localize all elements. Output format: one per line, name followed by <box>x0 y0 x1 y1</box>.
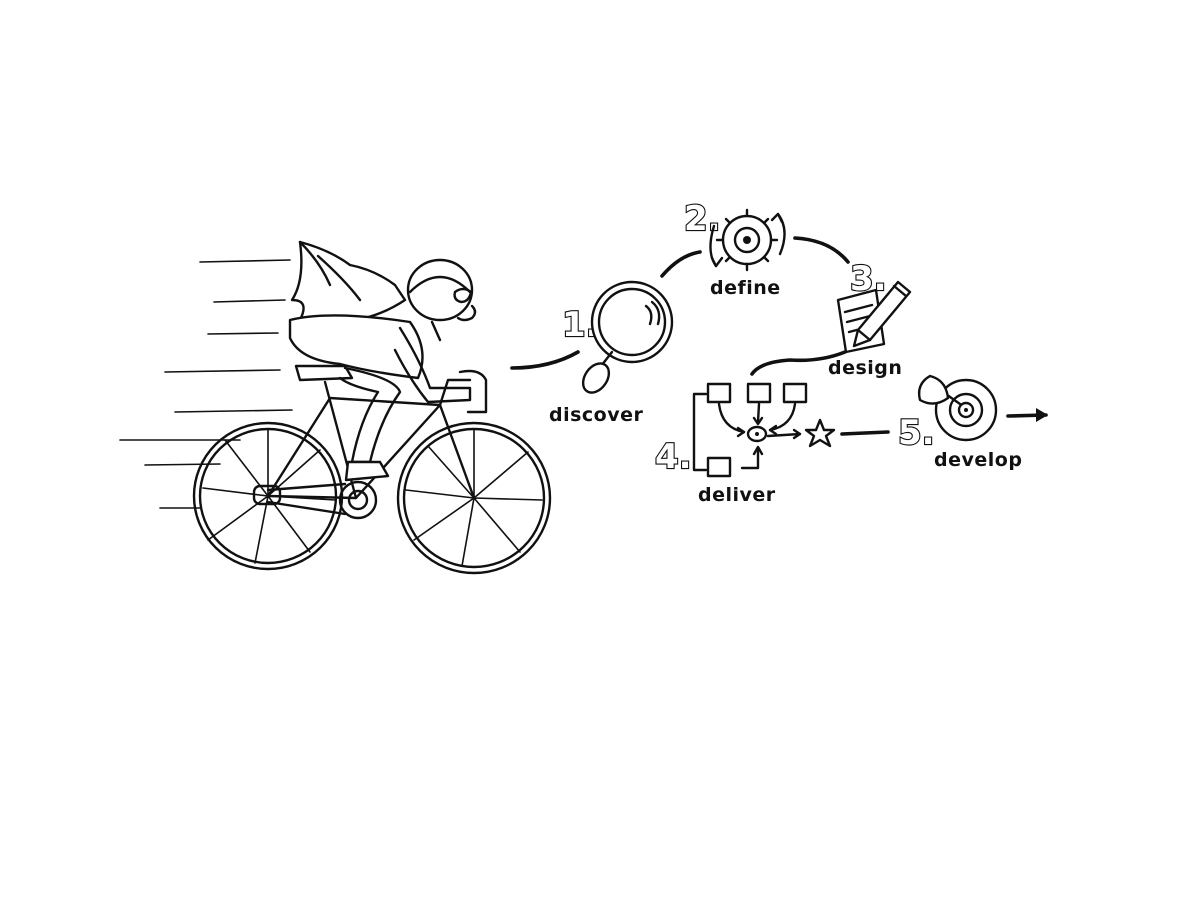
chainring <box>252 480 378 520</box>
arrow-right-icon <box>1006 408 1048 422</box>
stage-number: 5. <box>898 413 935 453</box>
stage-design: 3. design <box>828 258 912 379</box>
stage-label: discover <box>549 404 644 426</box>
flowchart-icon <box>692 382 836 478</box>
front-wheel <box>396 421 552 575</box>
stage-discover: 1. discover <box>549 280 674 426</box>
stage-number: 2. <box>684 199 721 239</box>
stage-define: 2. define <box>683 198 786 299</box>
stage-label: develop <box>934 449 1022 471</box>
process-connectors <box>510 236 890 436</box>
bike-frame <box>266 364 488 500</box>
stage-develop: 5. develop <box>897 374 1048 471</box>
magnifying-glass-icon <box>581 280 674 394</box>
stage-deliver: 4. deliver <box>654 382 836 506</box>
rear-wheel <box>192 421 344 571</box>
stage-label: define <box>710 277 781 299</box>
speed-lines <box>119 259 293 509</box>
stage-label: deliver <box>698 484 776 506</box>
stage-number: 4. <box>655 437 692 477</box>
target-arrow-icon <box>917 374 998 442</box>
pencil-paper-icon <box>836 280 912 354</box>
cyclist-illustration <box>192 240 552 575</box>
gear-icon <box>709 208 786 272</box>
rider <box>288 240 477 482</box>
stage-label: design <box>828 357 902 379</box>
